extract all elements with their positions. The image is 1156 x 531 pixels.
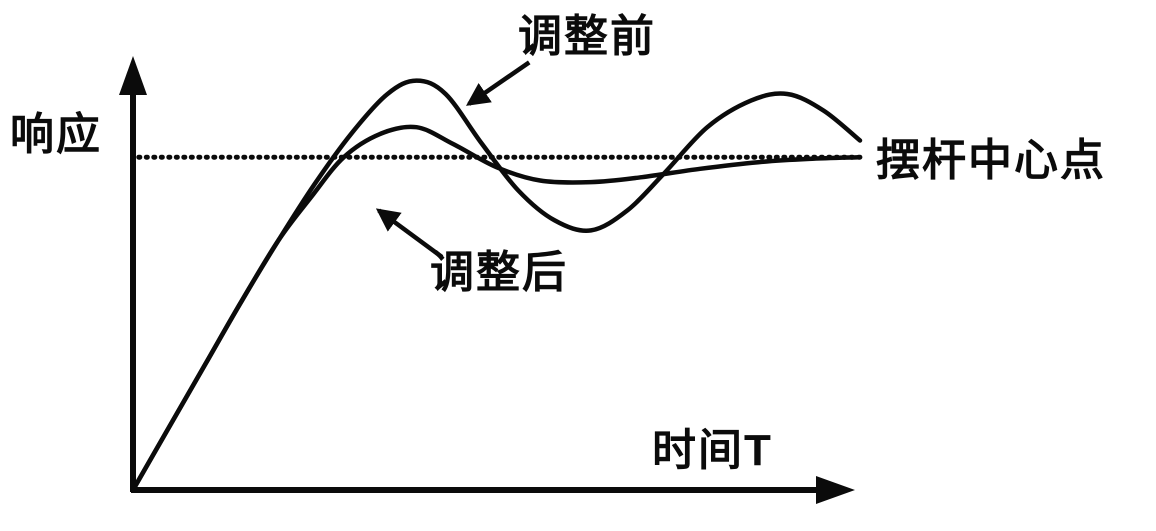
annotation-after-label: 调整后 xyxy=(430,248,568,297)
x-axis-arrowhead xyxy=(816,476,855,504)
annotation-arrow-before-adjustment xyxy=(465,60,531,106)
y-axis-label: 响应 xyxy=(10,110,102,159)
annotation-arrow-after-adjustment xyxy=(375,208,444,259)
y-axis-arrowhead xyxy=(119,56,147,95)
setpoint-label: 摆杆中心点 xyxy=(876,136,1106,185)
annotation-before-label: 调整前 xyxy=(518,12,656,61)
series-line-after-adjustment xyxy=(130,124,863,493)
x-axis-label: 时间T xyxy=(652,426,773,475)
